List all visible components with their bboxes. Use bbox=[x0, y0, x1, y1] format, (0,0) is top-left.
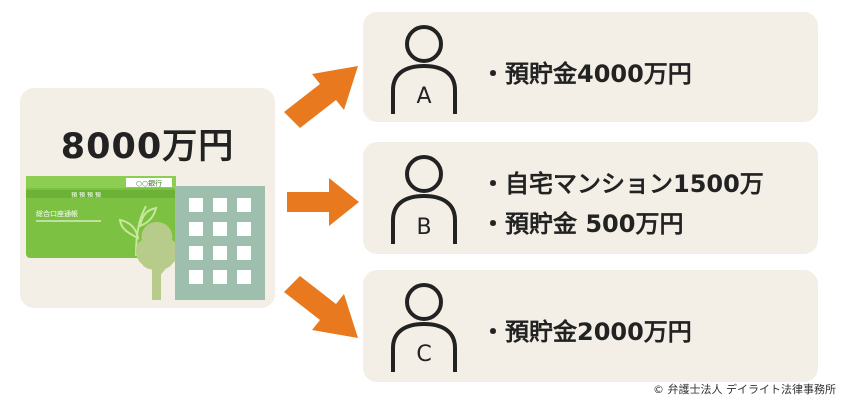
heir-panel-b: B ・自宅マンション1500万 ・預貯金 500万円 bbox=[363, 142, 818, 254]
copyright: © 弁護士法人 デイライト法律事務所 bbox=[653, 383, 836, 396]
asset-line: ・自宅マンション1500万 bbox=[481, 170, 764, 198]
heir-panel-a: A ・預貯金4000万円 bbox=[363, 12, 818, 122]
heir-letter: B bbox=[416, 215, 432, 240]
person-icon bbox=[391, 283, 457, 372]
asset-line: ・預貯金4000万円 bbox=[481, 60, 692, 88]
asset-line: ・預貯金 500万円 bbox=[481, 210, 684, 238]
passbook-icon: ○○銀行 預 預 預 預 総合口座通帳 bbox=[26, 176, 176, 258]
heir-panel-c: C ・預貯金2000万円 bbox=[363, 270, 818, 382]
passbook-header: 預 預 預 預 bbox=[71, 191, 101, 199]
arrow-to-b bbox=[287, 178, 359, 226]
person-icon bbox=[391, 155, 457, 244]
arrow-to-c bbox=[284, 276, 358, 338]
arrow-to-a bbox=[284, 66, 358, 128]
asset-line: ・預貯金2000万円 bbox=[481, 318, 692, 346]
building-icon bbox=[175, 186, 265, 300]
estate-total: 8000万円 bbox=[60, 127, 235, 167]
person-icon bbox=[391, 25, 457, 114]
tree-icon bbox=[136, 222, 178, 300]
passbook-title: 総合口座通帳 bbox=[36, 209, 78, 218]
heir-letter: A bbox=[416, 84, 432, 109]
passbook-bank-tag: ○○銀行 bbox=[136, 179, 162, 188]
heir-letter: C bbox=[416, 342, 432, 367]
estate-panel: 8000万円 ○○銀行 預 預 預 預 総合口座通帳 bbox=[20, 88, 275, 308]
